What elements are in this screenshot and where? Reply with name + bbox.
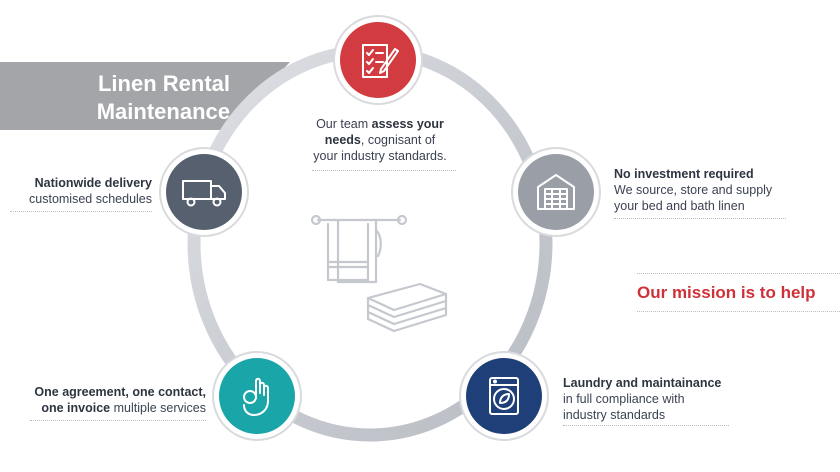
laundry-node [466,358,542,434]
mission-divider-top [637,273,840,274]
assess-needs-caption: Our team assess your needs, cognisant of… [300,116,460,164]
warehouse-icon [537,174,575,210]
laundry-title: Laundry and maintainance [563,376,722,390]
agreement-caption: One agreement, one contact, one invoice … [10,384,206,416]
assess-caption-line1: Our team assess your [300,116,460,132]
laundry-caption: Laundry and maintainance in full complia… [563,375,763,423]
page-title-line2: Maintenance [96,99,230,124]
assess-divider [312,170,456,171]
delivery-line2: customised schedules [29,192,152,206]
page-title-line1: Linen Rental [97,71,230,96]
washing-machine-icon [489,377,519,415]
delivery-divider [10,211,152,212]
ok-hand-icon [243,377,269,416]
delivery-node [166,154,242,230]
investment-divider [614,218,786,219]
laundry-divider [563,425,729,426]
assess-caption-text-2: , cognisant of [360,133,436,147]
delivery-truck-icon [182,180,226,207]
assess-caption-line3: your industry standards. [313,149,447,163]
agreement-line2-text: multiple services [110,401,206,415]
mission-statement: Our mission is to help [637,283,816,302]
clipboard-check-icon [362,44,399,78]
towel-stack-icon [310,214,448,333]
assess-needs-node [340,22,416,98]
assess-caption-emphasis: assess your [371,117,444,131]
laundry-line3: industry standards [563,408,666,422]
agreement-emphasis: one invoice [41,401,111,415]
delivery-title: Nationwide delivery [34,176,152,190]
agreement-line1: One agreement, one contact, [34,385,206,399]
agreement-line2: one invoice multiple services [10,400,206,416]
delivery-caption: Nationwide delivery customised schedules [0,175,152,207]
agreement-node [219,358,295,434]
assess-caption-emphasis-needs: needs [324,133,361,147]
assess-caption-line2: needs, cognisant of [300,132,460,148]
investment-title: No investment required [614,167,754,181]
page-title: Linen Rental Maintenance [40,70,230,126]
mission-divider-bottom [637,311,840,312]
warehouse-node [518,154,594,230]
investment-caption: No investment required We source, store … [614,166,804,214]
assess-caption-text: Our team [316,117,372,131]
investment-line2: We source, store and supply [614,183,773,197]
investment-line3: your bed and bath linen [614,199,745,213]
agreement-divider [30,420,206,421]
laundry-line2: in full compliance with [563,392,685,406]
